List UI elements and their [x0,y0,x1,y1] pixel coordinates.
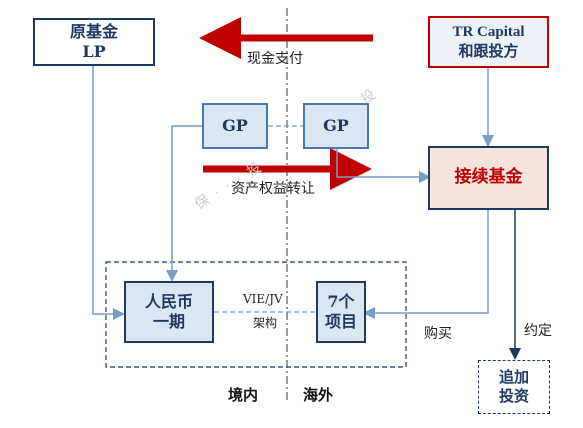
investment-label: 投资 [498,387,529,405]
agreement-label: 约定 [524,323,552,339]
gp-right-box: GP [303,103,369,149]
gp-right-to-fund-connector [336,149,431,183]
purchase-connector [363,210,489,319]
gp-left-label: GP [222,116,248,135]
phase-one-label: 一期 [152,312,185,331]
co-investor-label: 和跟投方 [458,42,519,60]
purchase-label: 购买 [424,326,452,342]
domestic-label: 境内 [228,386,259,404]
original-fund-lp-box: 原基金 LP [33,18,155,66]
projects-label: 项目 [324,312,357,331]
continuation-fund-label: 接续基金 [454,167,523,188]
gp-left-to-rmb-connector [166,125,202,282]
rmb-fund-box: 人民币 一期 [124,281,214,343]
gp-left-box: GP [202,103,268,149]
additional-label: 追加 [498,368,529,387]
seven-projects-box: 7个 项目 [316,281,366,343]
rmb-label: 人民币 [144,292,193,311]
tr-capital-box: TR Capital 和跟投方 [428,16,549,68]
lp-to-rmb-connector [92,66,125,320]
overseas-label: 海外 [303,386,334,404]
portfolio-frame [105,261,407,368]
additional-investment-box: 追加 投资 [478,360,550,414]
continuation-fund-box: 接续基金 [428,146,549,210]
gp-right-label: GP [323,116,349,135]
tr-capital-label: TR Capital [452,24,525,41]
cash-payment-label: 现金支付 [247,51,303,67]
equity-transfer-label: 资产权益转让 [231,181,315,197]
vie-jv-label: VIE/JV [243,292,283,306]
seven-label: 7个 [327,292,355,311]
lp-label: LP [82,42,106,61]
structure-label: 架构 [253,316,278,330]
original-fund-label: 原基金 [69,22,118,41]
